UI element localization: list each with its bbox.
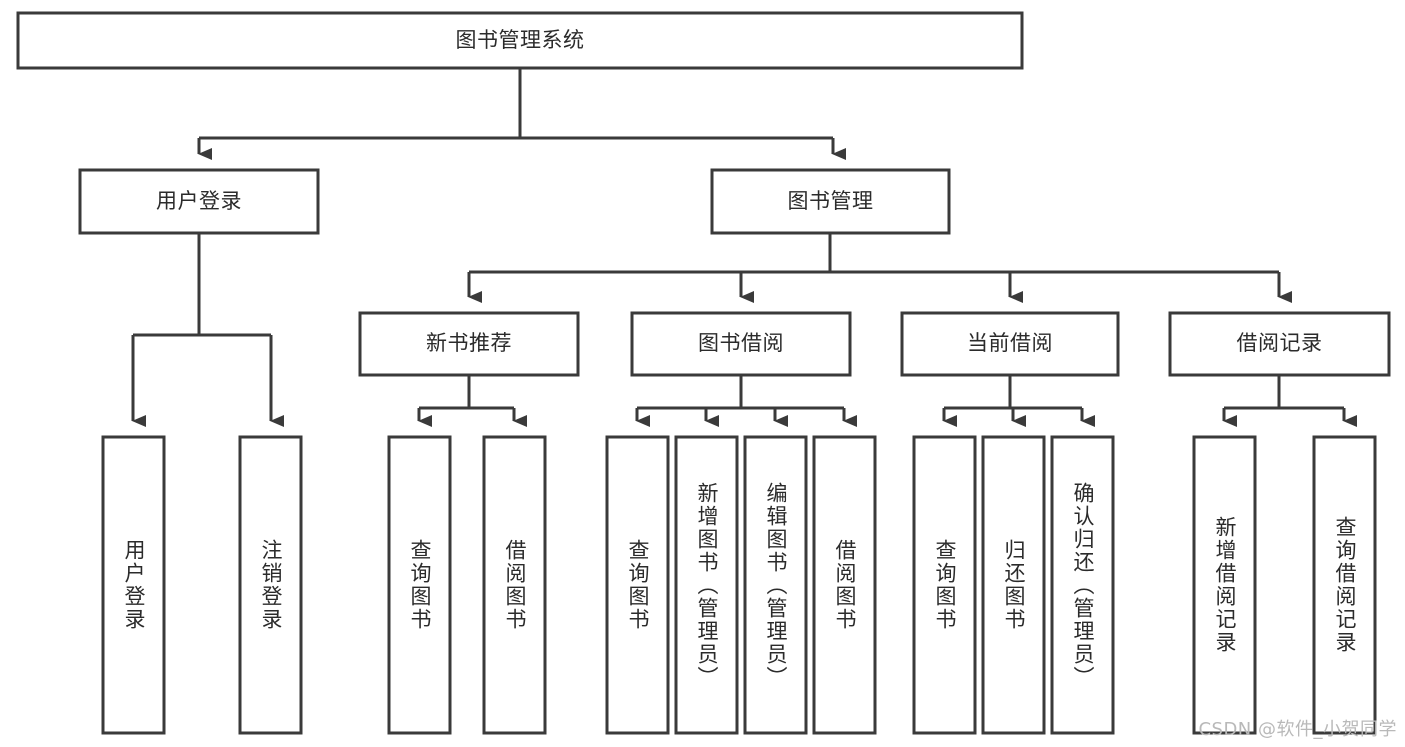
connector-borrow-record-to-leaves (1222, 375, 1357, 427)
connector-new-book-rec-to-leaves (417, 375, 527, 427)
node-box-leaf-11[interactable] (1192, 435, 1257, 735)
connector-book-borrow-to-leaves (635, 375, 857, 427)
node-box-leaf-12[interactable] (1312, 435, 1377, 735)
node-box-leaf-8[interactable] (912, 435, 977, 735)
node-box-leaf-5[interactable] (674, 435, 739, 735)
node-box-level3-1[interactable] (630, 311, 852, 377)
node-box-level3-0[interactable] (358, 311, 580, 377)
node-box-level3-2[interactable] (900, 311, 1120, 377)
node-box-leaf-4[interactable] (605, 435, 670, 735)
watermark-text: CSDN @软件_小贺同学 (1198, 719, 1397, 740)
node-box-leaf-1[interactable] (238, 435, 303, 735)
node-box-level2-1[interactable] (710, 168, 951, 235)
node-box-root[interactable] (16, 11, 1024, 70)
node-box-leaf-7[interactable] (812, 435, 877, 735)
connector-root-to-level2 (197, 68, 846, 160)
connector-current-borrow-to-leaves (942, 375, 1095, 427)
node-box-level3-3[interactable] (1168, 311, 1391, 377)
node-box-leaf-2[interactable] (387, 435, 452, 735)
node-box-leaf-10[interactable] (1050, 435, 1115, 735)
node-box-leaf-9[interactable] (981, 435, 1046, 735)
node-box-leaf-0[interactable] (101, 435, 166, 735)
node-box-leaf-6[interactable] (743, 435, 808, 735)
connector-book-mgmt-to-level3 (467, 233, 1292, 303)
connector-user-login-to-leaves (131, 233, 284, 427)
node-box-level2-0[interactable] (78, 168, 320, 235)
node-box-leaf-3[interactable] (482, 435, 547, 735)
